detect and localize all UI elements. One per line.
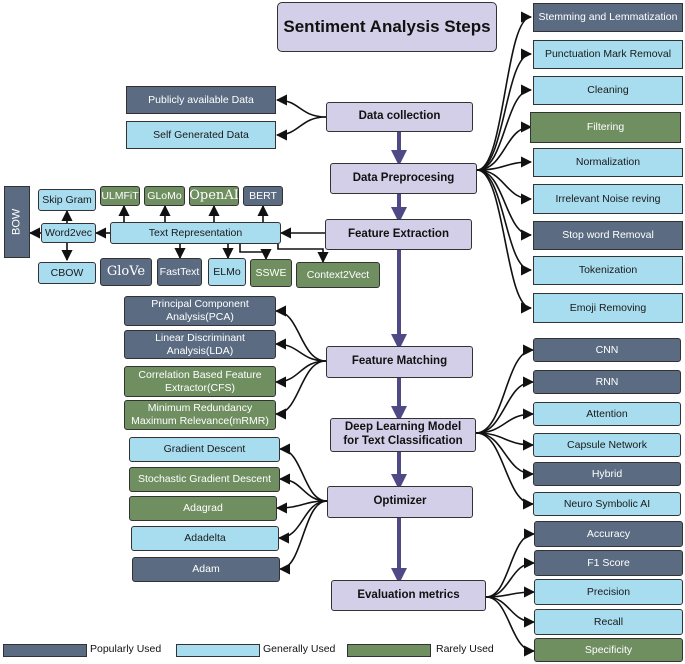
- embedding-item: Context2Vect: [296, 262, 380, 288]
- preprocessing-item: Stemming and Lemmatization: [533, 3, 683, 32]
- bow-box: BOW: [4, 186, 30, 258]
- legend-swatch-general: [176, 644, 260, 657]
- optimizer-item: Adam: [132, 557, 280, 582]
- feature-matching-item: Principal Component Analysis(PCA): [124, 296, 276, 326]
- deep-learning-item: Capsule Network: [533, 433, 681, 457]
- deep-learning-item: Neuro Symbolic AI: [533, 492, 681, 516]
- step-data-collection: Data collection: [326, 102, 473, 132]
- preprocessing-item: Filtering: [530, 112, 681, 143]
- embedding-item: ELMo: [208, 258, 246, 286]
- text-representation-box: Text Representation: [110, 222, 281, 244]
- feature-matching-item: Minimum Redundancy Maximum Relevance(mRM…: [124, 400, 276, 430]
- preprocessing-item: Punctuation Mark Removal: [533, 40, 683, 69]
- deep-learning-item: RNN: [533, 370, 681, 394]
- optimizer-item: Adagrad: [129, 496, 277, 521]
- legend-swatch-rare: [347, 644, 431, 657]
- preprocessing-item: Cleaning: [533, 76, 683, 105]
- embedding-item: BERT: [243, 186, 283, 206]
- step-feature-extraction: Feature Extraction: [325, 219, 472, 250]
- step-deep-learning: Deep Learning Model for Text Classificat…: [330, 418, 476, 452]
- feature-matching-item: Linear Discriminant Analysis(LDA): [124, 330, 276, 359]
- preprocessing-item: Tokenization: [533, 256, 683, 285]
- legend-swatch-popular: [3, 644, 87, 657]
- data-collection-item: Publicly available Data: [126, 86, 276, 114]
- embedding-item: SSWE: [250, 259, 292, 287]
- step-data-preprocessing: Data Preprocesing: [330, 163, 477, 194]
- embedding-item: GloVe: [100, 258, 152, 286]
- data-collection-item: Self Generated Data: [126, 121, 276, 149]
- preprocessing-item: Stop word Removal: [533, 221, 683, 250]
- preprocessing-item: Emoji Removing: [533, 293, 683, 323]
- word2vec-box: Word2vec: [41, 223, 96, 243]
- legend-label-general: Generally Used: [263, 643, 336, 655]
- optimizer-item: Gradient Descent: [129, 437, 280, 462]
- step-feature-matching: Feature Matching: [326, 346, 473, 378]
- evaluation-item: Precision: [534, 579, 683, 605]
- deep-learning-item: Hybrid: [533, 462, 681, 486]
- deep-learning-item: Attention: [533, 402, 681, 426]
- embedding-item: FastText: [157, 258, 202, 286]
- cbow-box: CBOW: [38, 262, 96, 284]
- legend-label-popular: Popularly Used: [90, 643, 162, 655]
- step-evaluation-metrics: Evaluation metrics: [331, 580, 486, 611]
- optimizer-item: Stochastic Gradient Descent: [129, 467, 280, 492]
- evaluation-item: Recall: [534, 609, 683, 635]
- legend-label-rare: Rarely Used: [436, 643, 494, 655]
- skip-gram-box: Skip Gram: [38, 189, 96, 211]
- preprocessing-item: Irrelevant Noise reving: [533, 184, 683, 214]
- evaluation-item: Specificity: [534, 638, 683, 662]
- feature-matching-item: Correlation Based Feature Extractor(CFS): [124, 366, 276, 397]
- embedding-item: ULMFiT: [100, 186, 140, 206]
- deep-learning-item: CNN: [533, 338, 681, 362]
- evaluation-item: F1 Score: [534, 550, 683, 576]
- evaluation-item: Accuracy: [534, 521, 683, 547]
- embedding-item: OpenAI: [189, 186, 239, 206]
- optimizer-item: Adadelta: [131, 526, 279, 551]
- preprocessing-item: Normalization: [533, 148, 683, 177]
- step-optimizer: Optimizer: [327, 486, 473, 518]
- diagram-title: Sentiment Analysis Steps: [277, 2, 497, 52]
- embedding-item: GLoMo: [144, 186, 185, 206]
